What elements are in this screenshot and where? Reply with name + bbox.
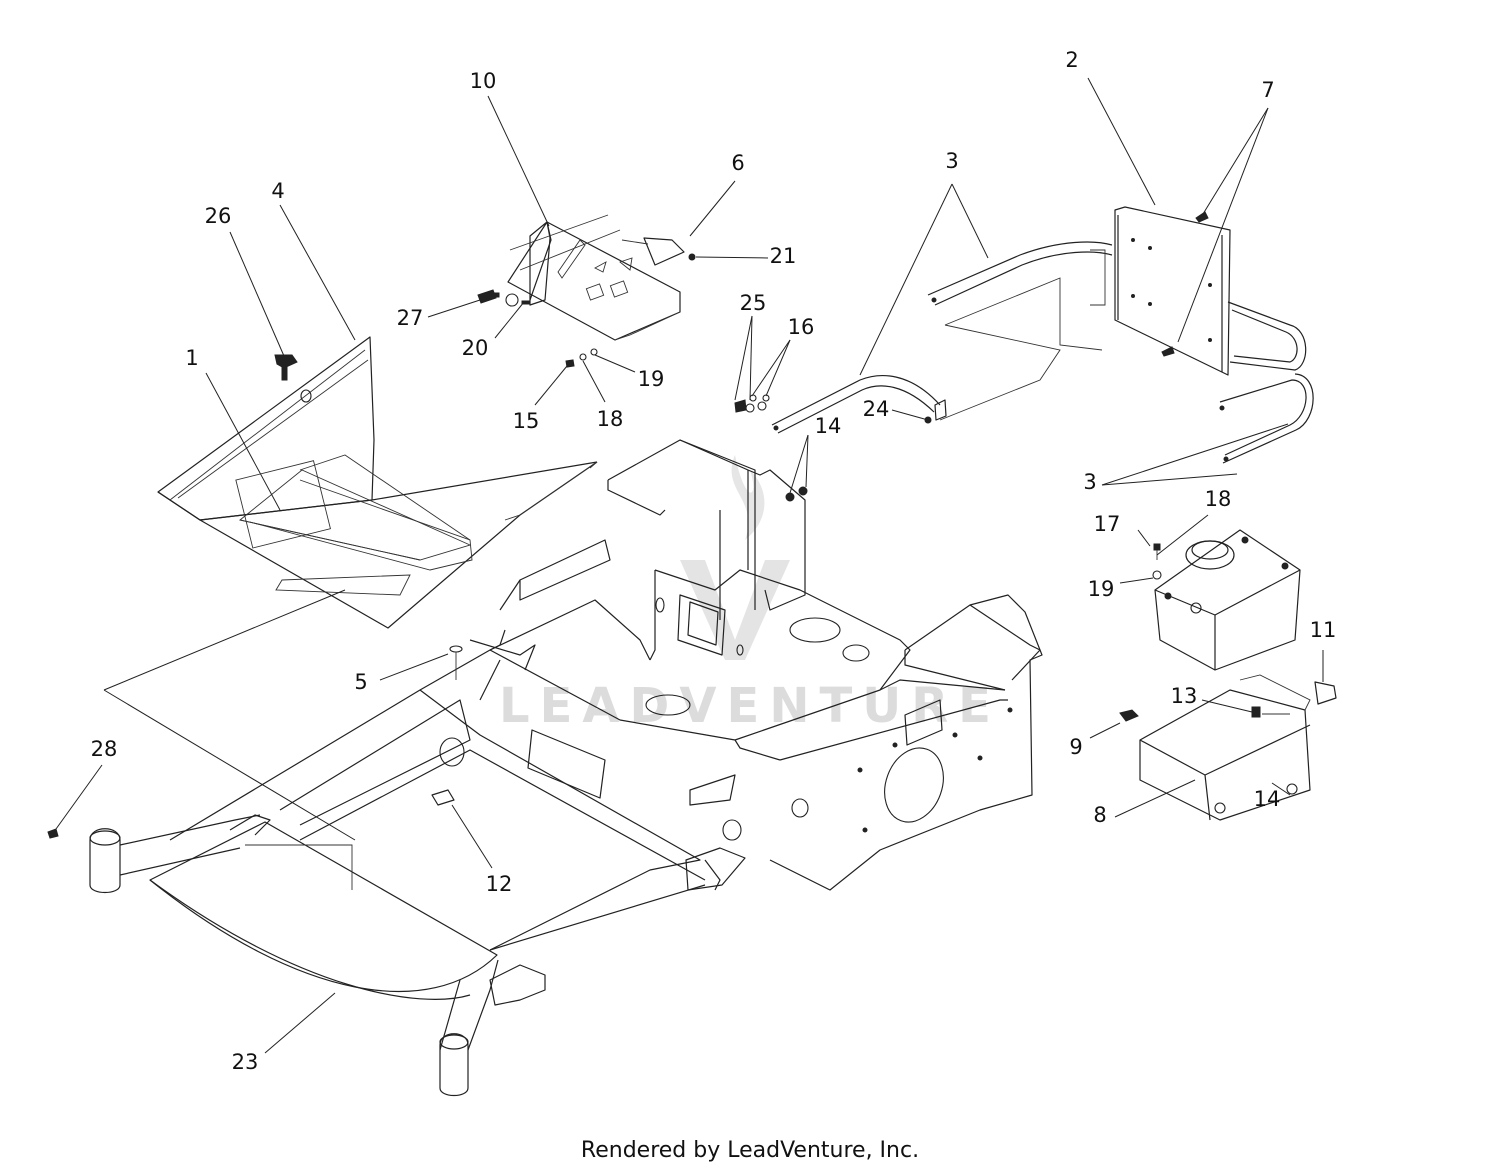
knob-part [274,354,298,381]
footer-credit: Rendered by LeadVenture, Inc. [580,1138,920,1163]
roll-bar-part [771,241,1314,464]
callout-4: 4 [271,179,284,203]
callout-9: 9 [1069,735,1082,759]
seat-plate-part [1090,206,1231,376]
callout-3: 3 [945,149,958,173]
callout-7: 7 [1261,78,1274,102]
callout-14b: 14 [1254,787,1281,811]
watermark: LEADVENTURE [499,455,991,734]
floor-pan-part [157,336,598,629]
callout-25: 25 [740,291,767,315]
callout-12: 12 [486,872,513,896]
callout-16: 16 [788,315,815,339]
callout-15: 15 [513,409,540,433]
callout-13: 13 [1171,684,1198,708]
fuel-tank-part [1119,529,1337,821]
callout-23: 23 [232,1050,259,1074]
callout-8: 8 [1093,803,1106,827]
callout-1: 1 [185,346,198,370]
frame-hardware [47,486,808,839]
callout-18b: 18 [1205,487,1232,511]
callout-14: 14 [815,414,842,438]
callout-18: 18 [597,407,624,431]
callout-17: 17 [1094,512,1121,536]
callout-19b: 19 [1088,577,1115,601]
callout-20: 20 [462,336,489,360]
callout-6: 6 [731,151,744,175]
callout-19: 19 [638,367,665,391]
main-frame-part [89,439,1043,1097]
callout-27: 27 [397,306,424,330]
fasteners-control [477,253,696,368]
callout-10: 10 [470,69,497,93]
leader-lines [55,77,1324,1054]
callout-11: 11 [1310,618,1337,642]
callout-24: 24 [863,397,890,421]
callout-labels: 1 2 3 3 4 5 6 7 8 9 10 11 12 13 14 14 15… [91,48,1337,1074]
control-panel-part [505,214,685,341]
callout-28: 28 [91,737,118,761]
callout-2: 2 [1065,48,1078,72]
callout-3b: 3 [1083,470,1096,494]
callout-26: 26 [205,204,232,228]
callout-5: 5 [354,670,367,694]
callout-21: 21 [770,244,797,268]
